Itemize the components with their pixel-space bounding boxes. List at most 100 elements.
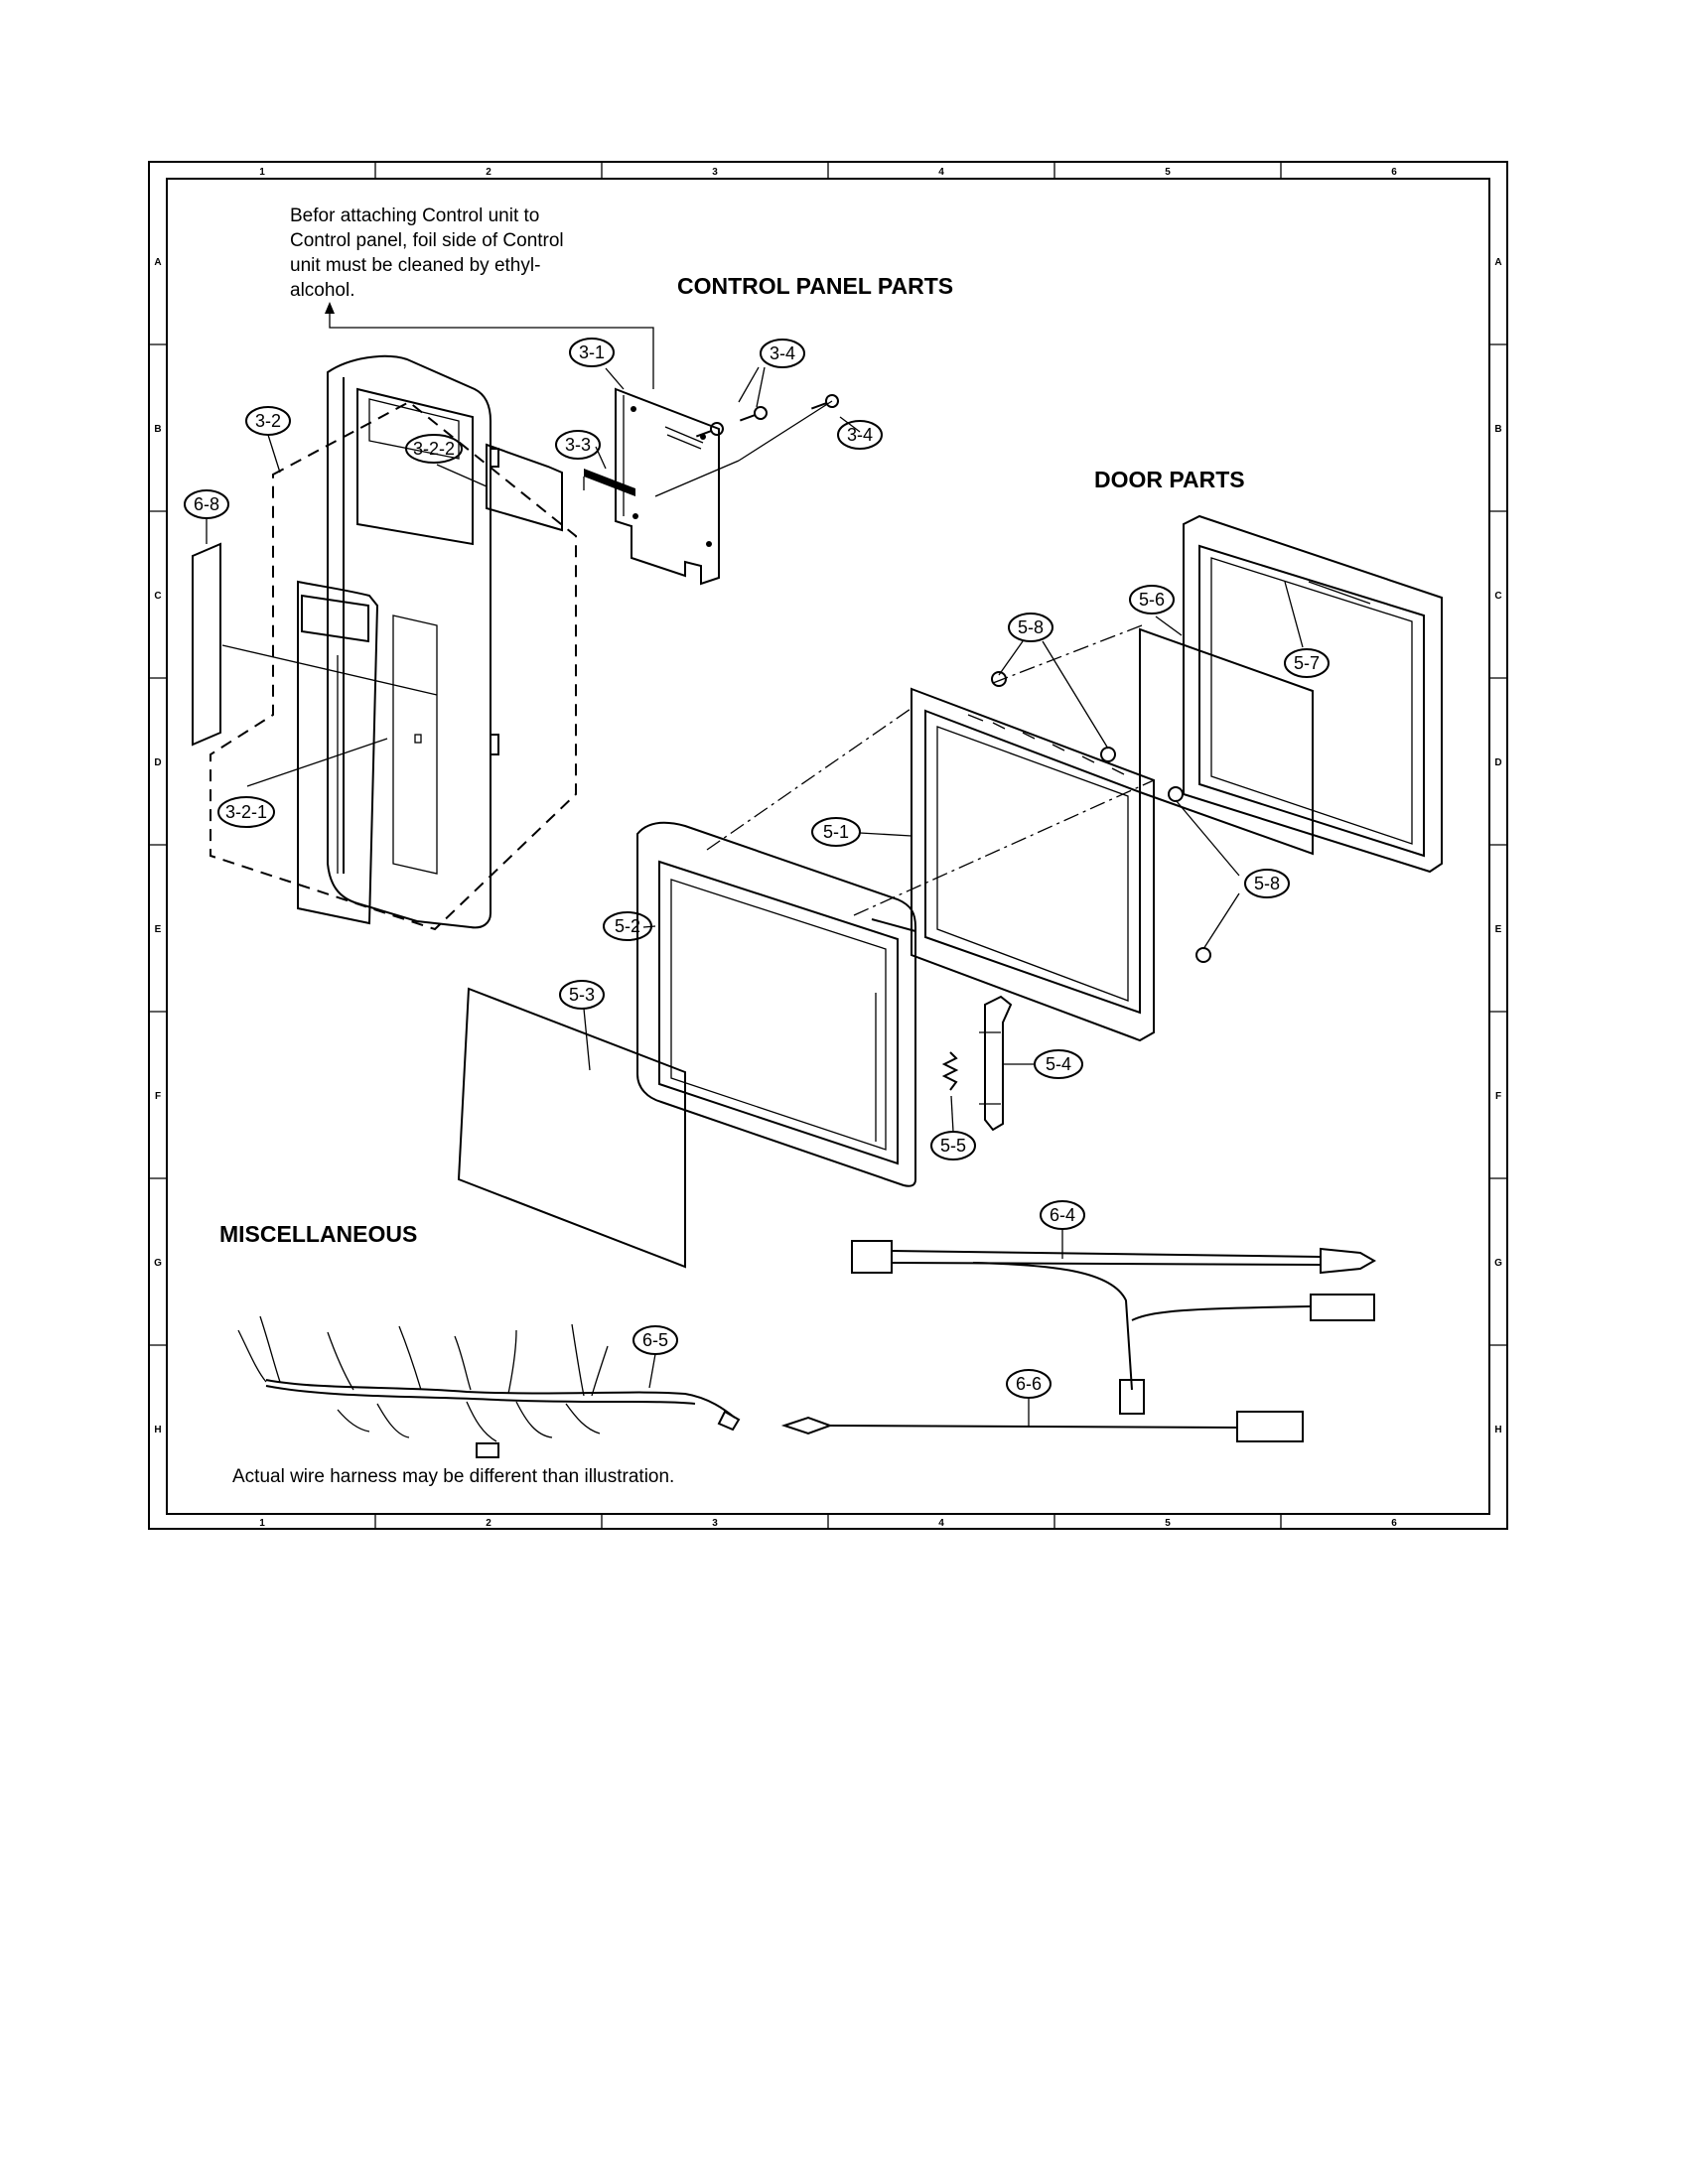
control-unit-board xyxy=(615,387,720,586)
control-panel-assembly-outline xyxy=(210,400,577,931)
callout-5-8-top-label: 5-8 xyxy=(1018,617,1044,637)
door-front-panel xyxy=(636,821,916,1187)
callout-5-3: 5-3 xyxy=(559,980,605,1010)
leader-6-8-film xyxy=(221,644,438,696)
zone-col-3-top: 3 xyxy=(712,167,718,178)
door-seal-film xyxy=(1139,627,1314,856)
callout-6-4: 6-4 xyxy=(1040,1200,1085,1230)
leader-3-2-1 xyxy=(246,738,388,787)
note-line-1: Befor attaching Control unit to xyxy=(290,205,539,226)
zone-row-d-right: D xyxy=(1494,757,1501,768)
zone-row-d-left: D xyxy=(154,757,161,768)
zone-row-b-left: B xyxy=(154,424,161,435)
leader-5-6 xyxy=(1155,615,1183,636)
zone-row-a-left: A xyxy=(154,257,161,268)
control-screws xyxy=(654,394,839,497)
leader-3-2-2 xyxy=(436,464,488,487)
callout-5-3-label: 5-3 xyxy=(569,985,595,1005)
zone-row-h-right: H xyxy=(1494,1425,1501,1435)
zone-col-3-bottom: 3 xyxy=(712,1518,718,1529)
door-alignment-line-3 xyxy=(992,624,1143,684)
callout-6-6: 6-6 xyxy=(1006,1369,1052,1399)
door-inner-choke xyxy=(911,687,1155,1042)
leader-5-5 xyxy=(950,1095,954,1133)
callout-3-2-2: 3-2-2 xyxy=(405,434,463,464)
callout-6-8-label: 6-8 xyxy=(194,494,219,514)
zone-row-g-right: G xyxy=(1494,1258,1502,1269)
door-latch xyxy=(979,995,1013,1132)
callout-5-2-label: 5-2 xyxy=(615,916,640,936)
zone-row-g-left: G xyxy=(154,1258,162,1269)
zone-row-e-right: E xyxy=(1495,924,1502,935)
callout-5-4-label: 5-4 xyxy=(1046,1054,1071,1074)
heading-miscellaneous: MISCELLANEOUS xyxy=(219,1221,417,1247)
callout-3-2-1-label: 3-2-1 xyxy=(225,802,267,822)
callout-5-2: 5-2 xyxy=(603,911,652,941)
zone-col-4-bottom: 4 xyxy=(938,1518,944,1529)
callout-5-5-label: 5-5 xyxy=(940,1136,966,1156)
wire-harness-6-4 xyxy=(851,1229,1377,1415)
leader-5-8b-2 xyxy=(1202,892,1240,950)
note-leader-line xyxy=(329,312,654,389)
leader-5-8a-1 xyxy=(998,640,1024,676)
leader-5-8b-1 xyxy=(1175,799,1240,877)
leader-5-2 xyxy=(642,925,656,928)
note-line-4: alcohol. xyxy=(290,280,355,301)
cleaning-note: Befor attaching Control unit to Control … xyxy=(290,205,654,389)
control-panel-film xyxy=(297,580,379,925)
callout-3-2: 3-2 xyxy=(245,406,291,436)
leader-3-4b xyxy=(839,416,861,433)
callout-6-5: 6-5 xyxy=(632,1325,678,1355)
label-strip xyxy=(192,542,221,747)
zone-row-c-right: C xyxy=(1494,591,1501,602)
door-latch-spring xyxy=(941,1051,959,1091)
wire-harness-6-6 xyxy=(780,1398,1304,1442)
door-screws xyxy=(991,671,1211,963)
wire-harness-6-5 xyxy=(237,1315,741,1458)
door-window-film xyxy=(457,987,686,1269)
callout-5-6: 5-6 xyxy=(1129,585,1175,614)
callout-3-2-label: 3-2 xyxy=(255,411,281,431)
zone-col-5-bottom: 5 xyxy=(1165,1518,1171,1529)
zone-col-2-bottom: 2 xyxy=(486,1518,491,1529)
control-panel-badge xyxy=(486,443,563,532)
note-line-2: Control panel, foil side of Control xyxy=(290,230,564,251)
callout-3-3-label: 3-3 xyxy=(565,435,591,455)
zone-row-a-right: A xyxy=(1494,257,1501,268)
leader-5-1 xyxy=(859,832,912,837)
zone-col-5-top: 5 xyxy=(1165,167,1171,178)
callout-3-3: 3-3 xyxy=(555,430,601,460)
zone-row-b-right: B xyxy=(1494,424,1501,435)
zone-col-6-bottom: 6 xyxy=(1391,1518,1397,1529)
zone-row-h-left: H xyxy=(154,1425,161,1435)
leader-6-5 xyxy=(648,1353,656,1389)
callout-6-4-label: 6-4 xyxy=(1050,1205,1075,1225)
callout-3-1: 3-1 xyxy=(569,338,615,367)
callout-3-2-1: 3-2-1 xyxy=(217,796,275,828)
zone-row-e-left: E xyxy=(155,924,162,935)
callout-5-1-label: 5-1 xyxy=(823,822,849,842)
leader-5-3 xyxy=(583,1008,591,1071)
callout-6-6-label: 6-6 xyxy=(1016,1374,1042,1394)
callout-3-4-top: 3-4 xyxy=(760,339,805,368)
zone-col-6-top: 6 xyxy=(1391,167,1397,178)
callout-5-8-top: 5-8 xyxy=(1008,613,1053,642)
leader-3-1 xyxy=(605,367,625,390)
callout-5-1: 5-1 xyxy=(811,817,861,847)
note-line-3: unit must be cleaned by ethyl- xyxy=(290,255,540,276)
heading-control-panel-parts: CONTROL PANEL PARTS xyxy=(677,273,953,299)
zone-col-1-bottom: 1 xyxy=(259,1518,265,1529)
leader-3-4a-b xyxy=(756,366,766,408)
leader-5-7 xyxy=(1284,581,1304,648)
harness-disclaimer: Actual wire harness may be different tha… xyxy=(232,1466,674,1487)
drawing-frame: 1 2 3 4 5 6 1 2 3 4 5 6 A B C D E F G H … xyxy=(148,161,1508,1530)
callout-5-4: 5-4 xyxy=(1034,1049,1083,1079)
door-alignment-line-1 xyxy=(706,706,914,851)
heading-door-parts: DOOR PARTS xyxy=(1094,467,1245,492)
zone-col-2-top: 2 xyxy=(486,167,491,178)
callout-5-7-label: 5-7 xyxy=(1294,653,1320,673)
zone-col-1-top: 1 xyxy=(259,167,265,178)
callout-6-8: 6-8 xyxy=(184,489,229,519)
callout-3-4-top-label: 3-4 xyxy=(770,343,795,363)
